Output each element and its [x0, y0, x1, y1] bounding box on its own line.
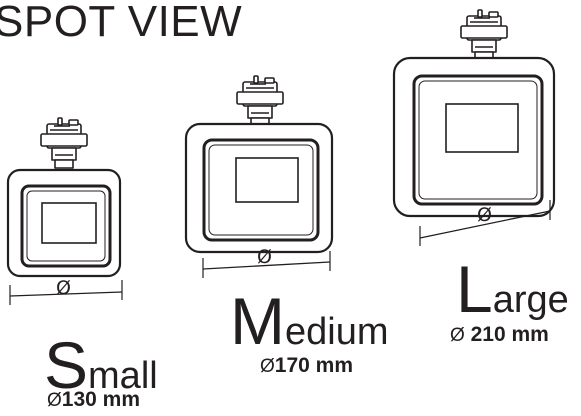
small-diameter-symbol: Ø [56, 277, 71, 299]
large-lens [445, 103, 519, 153]
small-lens [41, 202, 97, 244]
diameter-small: Ø130 mm [47, 388, 140, 411]
size-name-large: arge [492, 279, 569, 321]
size-label-medium: Medium [230, 288, 388, 354]
size-initial-medium: M [230, 284, 285, 358]
page-title: SPOT VIEW [0, 0, 243, 46]
large-dimension-line [419, 210, 551, 239]
size-initial-small: S [44, 328, 89, 402]
medium-diameter-symbol: Ø [257, 246, 272, 268]
medium-dimension-line [202, 261, 331, 270]
diameter-medium: Ø170 mm [260, 354, 353, 377]
size-label-large: Large [456, 256, 569, 322]
diameter-large: Ø 210 mm [450, 323, 549, 346]
large-spot: Ø [392, 9, 556, 246]
size-name-medium: edium [284, 311, 389, 353]
small-dimension-line [9, 291, 123, 297]
large-diameter-symbol: Ø [477, 204, 492, 226]
size-initial-large: L [456, 252, 493, 326]
medium-spot: Ø [184, 75, 334, 278]
small-spot: Ø [6, 117, 123, 305]
medium-lens [235, 157, 299, 203]
size-name-small: mall [88, 355, 158, 397]
size-label-small: Small [44, 332, 158, 398]
